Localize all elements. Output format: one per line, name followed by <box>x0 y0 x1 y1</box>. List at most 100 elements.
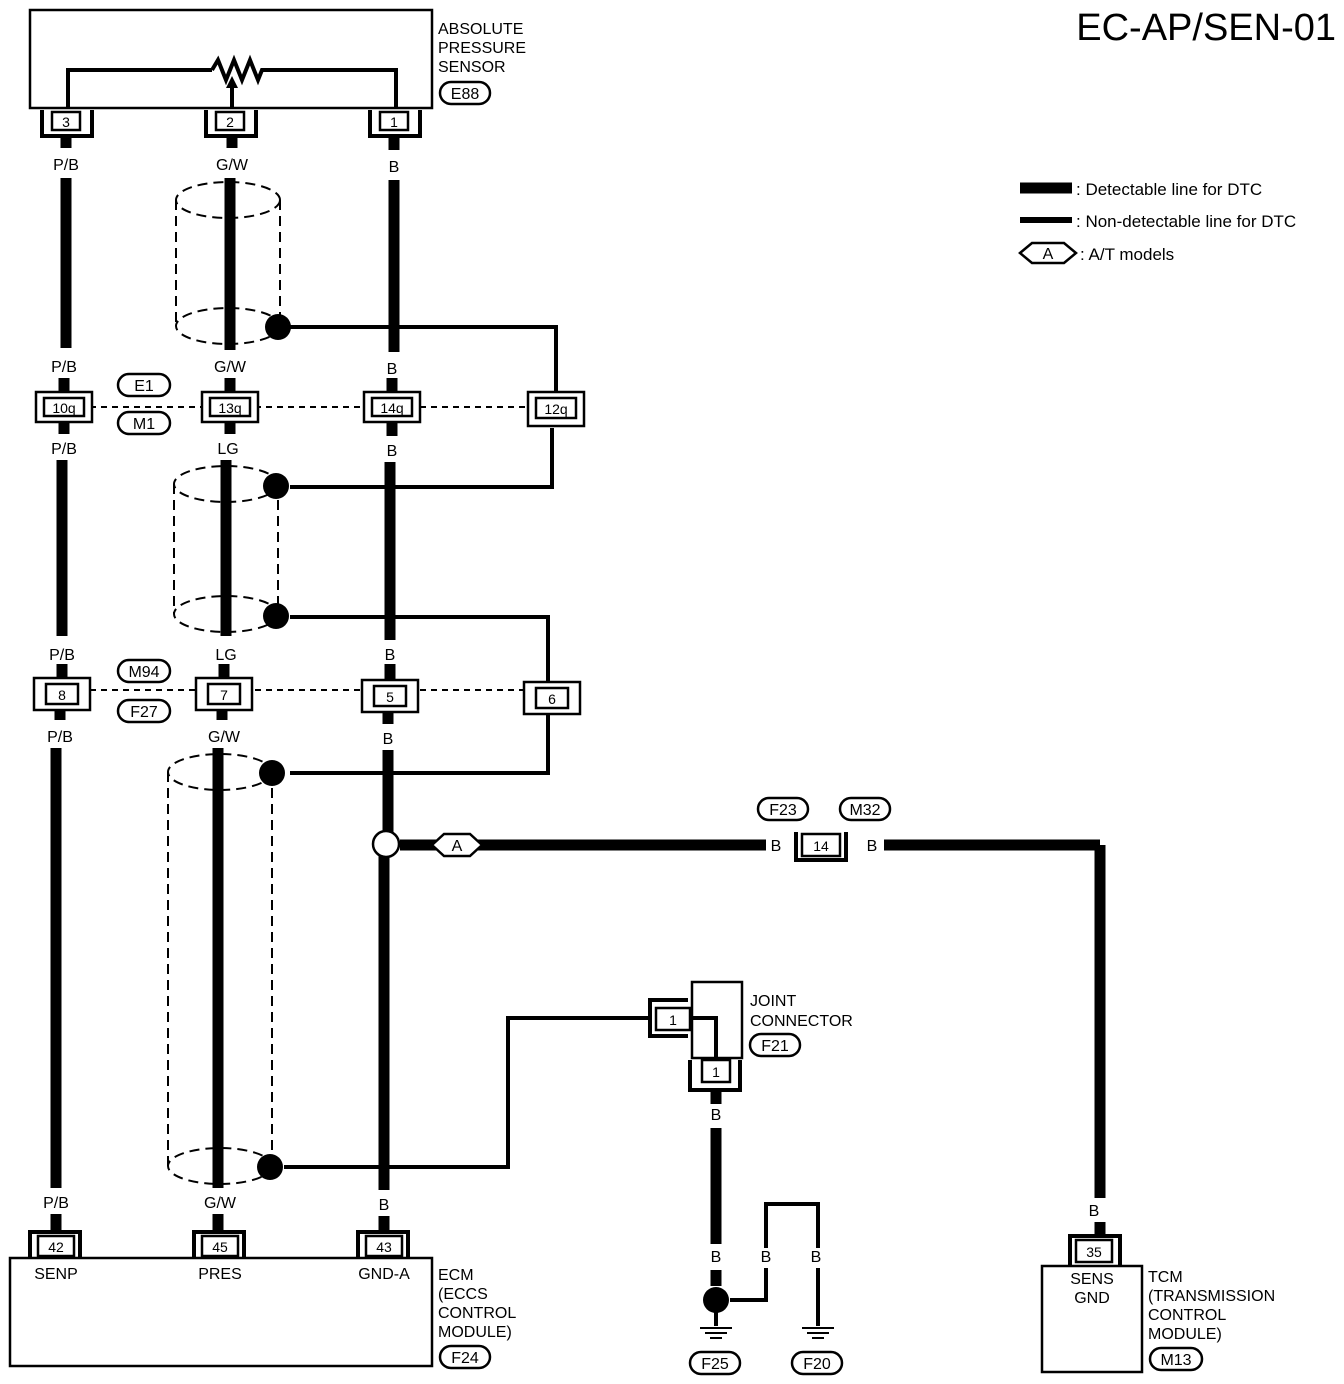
connector-pin-5: 5 <box>360 678 420 714</box>
legend-at-models-text: : A/T models <box>1080 245 1174 264</box>
svg-text:G/W: G/W <box>204 1195 237 1212</box>
svg-text:6: 6 <box>548 691 556 707</box>
ecm-name-line-3: CONTROL <box>438 1305 516 1322</box>
wire-labels: P/B G/W B P/B G/W B P/B LG B P/B LG B P/… <box>43 157 1099 1266</box>
svg-text:2: 2 <box>226 114 234 130</box>
connector-pin-12q: 12q <box>526 390 586 428</box>
tcm-name-line-3: CONTROL <box>1148 1307 1226 1324</box>
svg-text:B: B <box>389 159 400 176</box>
connector-tag-m32: M32 <box>849 802 880 819</box>
svg-text:P/B: P/B <box>49 647 75 664</box>
ecm-terminal-senp: SENP <box>34 1266 78 1283</box>
sensor-pin-1: 1 <box>368 110 422 138</box>
svg-text:35: 35 <box>1086 1244 1102 1260</box>
joint-pin-bottom: 1 <box>688 1058 742 1092</box>
ecm-pin-45: 45 <box>192 1230 246 1258</box>
tcm-terminal-line-2: GND <box>1074 1290 1110 1307</box>
svg-text:12q: 12q <box>544 401 567 417</box>
svg-text:8: 8 <box>58 687 66 703</box>
tcm-terminal-line-1: SENS <box>1070 1271 1114 1288</box>
svg-text:B: B <box>811 1249 822 1266</box>
ecm-name-line-2: (ECCS <box>438 1286 488 1303</box>
ecm-terminal-gnd-a: GND-A <box>358 1266 410 1283</box>
svg-text:G/W: G/W <box>214 359 247 376</box>
tcm-name-line-4: MODULE) <box>1148 1326 1222 1343</box>
shield-drain-dot <box>259 760 285 786</box>
svg-text:B: B <box>1089 1203 1100 1220</box>
connector-tag-m94: M94 <box>128 664 159 681</box>
svg-text:G/W: G/W <box>208 729 241 746</box>
svg-text:14q: 14q <box>380 400 403 416</box>
svg-text:P/B: P/B <box>51 441 77 458</box>
inline-connector-m94-f27: M94 F27 8 7 5 6 <box>32 658 582 724</box>
legend-non-detectable-text: : Non-detectable line for DTC <box>1076 212 1296 231</box>
svg-text:B: B <box>379 1197 390 1214</box>
svg-text:1: 1 <box>669 1012 677 1028</box>
connector-pin-6: 6 <box>522 680 582 716</box>
shield-drain-dot <box>263 473 289 499</box>
svg-text:7: 7 <box>220 687 228 703</box>
sensor-pin-2: 2 <box>204 110 258 138</box>
svg-text:A: A <box>452 838 463 855</box>
connector-tag-f27: F27 <box>130 704 158 721</box>
tcm-name-line-2: (TRANSMISSION <box>1148 1288 1275 1305</box>
svg-text:B: B <box>711 1249 722 1266</box>
shield-drain-dot <box>263 603 289 629</box>
svg-text:B: B <box>383 731 394 748</box>
tcm-pin-35: 35 <box>1068 1234 1122 1266</box>
connector-tag-f23: F23 <box>769 802 797 819</box>
svg-text:B: B <box>387 361 398 378</box>
svg-text:45: 45 <box>212 1239 228 1255</box>
svg-text:1: 1 <box>712 1064 720 1080</box>
svg-text:3: 3 <box>62 114 70 130</box>
ecm-terminal-pres: PRES <box>198 1266 242 1283</box>
legend-at-symbol <box>1018 241 1078 265</box>
svg-text:B: B <box>385 647 396 664</box>
connector-pin-8: 8 <box>32 676 92 712</box>
joint-connector: 1 1 JOINT CONNECTOR F21 F25 <box>648 980 853 1376</box>
legend: : Detectable line for DTC : Non-detectab… <box>1018 180 1296 265</box>
svg-text:5: 5 <box>386 689 394 705</box>
sensor-pin-3: 3 <box>40 110 94 138</box>
shields <box>167 181 291 1185</box>
connector-pin-14q: 14q <box>362 390 422 424</box>
connector-tag-e1: E1 <box>134 378 154 395</box>
connector-tag-m1: M1 <box>133 416 155 433</box>
svg-text:14: 14 <box>813 838 829 854</box>
svg-text:P/B: P/B <box>53 157 79 174</box>
sensor-name-line-3: SENSOR <box>438 59 506 76</box>
svg-text:F20: F20 <box>803 1356 831 1373</box>
joint-pin-left: 1 <box>648 998 692 1038</box>
tcm-name-line-1: TCM <box>1148 1269 1183 1286</box>
ground-f25: F25 <box>688 1327 742 1376</box>
ecm-pin-42: 42 <box>28 1230 82 1258</box>
at-models-symbol <box>430 832 484 858</box>
legend-at-symbol-text: A <box>1043 246 1054 263</box>
joint-connector-id: F21 <box>761 1038 789 1055</box>
svg-text:42: 42 <box>48 1239 64 1255</box>
svg-text:13q: 13q <box>218 400 241 416</box>
sensor-connector-id: E88 <box>451 86 480 103</box>
connector-pin-10q: 10q <box>34 390 94 424</box>
joint-name-line-2: CONNECTOR <box>750 1013 853 1030</box>
svg-text:P/B: P/B <box>47 729 73 746</box>
shield-drain-dot <box>257 1154 283 1180</box>
page-title: EC-AP/SEN-01 <box>1076 7 1336 49</box>
sensor-name-line-1: ABSOLUTE <box>438 21 523 38</box>
svg-text:F25: F25 <box>701 1356 729 1373</box>
svg-text:P/B: P/B <box>43 1195 69 1212</box>
ecm-name-line-1: ECM <box>438 1267 474 1284</box>
ecm-name-line-4: MODULE) <box>438 1324 512 1341</box>
wires <box>50 138 1106 1234</box>
tcm: 35 SENS GND TCM (TRANSMISSION CONTROL MO… <box>1040 1234 1275 1374</box>
svg-text:10q: 10q <box>52 400 75 416</box>
ground-f20: F20 <box>790 1327 844 1376</box>
svg-text:LG: LG <box>215 647 236 664</box>
ecm: 42 45 43 SENP PRES GND-A ECM (ECCS CONTR… <box>8 1230 516 1370</box>
connector-pin-7: 7 <box>194 676 254 712</box>
shield-drain-dot <box>265 314 291 340</box>
svg-text:B: B <box>711 1107 722 1124</box>
connector-pin-13q: 13q <box>200 390 260 424</box>
svg-text:B: B <box>761 1249 772 1266</box>
